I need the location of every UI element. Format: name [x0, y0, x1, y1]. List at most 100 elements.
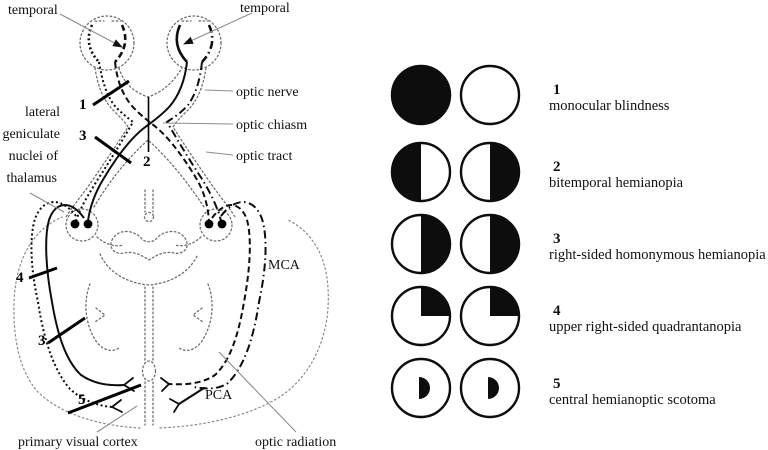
legend-number: 3 — [553, 231, 561, 247]
label-optic-nerve: optic nerve — [236, 85, 299, 100]
field-defect-shading — [392, 143, 421, 201]
legend-number: 2 — [553, 159, 561, 175]
field-circle — [390, 141, 452, 203]
legend-number: 4 — [553, 303, 561, 319]
dotted-anatomy-outlines — [65, 15, 236, 426]
field-defect-shading — [419, 377, 430, 399]
legend-label: right-sided homonymous hemianopia — [549, 247, 766, 263]
field-circle — [459, 213, 521, 275]
label-mca: MCA — [268, 258, 301, 273]
lesion-number-2: 2 — [143, 154, 151, 170]
lgn-dot — [70, 219, 80, 229]
pointer-optic-chiasm — [162, 122, 234, 125]
legend-label: monocular blindness — [549, 98, 670, 114]
lesion-3-radiation — [47, 316, 86, 345]
right-thalamus-arm — [173, 236, 202, 247]
lesion-5-cortex — [67, 383, 142, 415]
lesion-3-optic-tract — [94, 135, 132, 165]
label-optic-radiation: optic radiation — [255, 435, 336, 450]
fiber-right-nasal-crossing — [87, 61, 188, 222]
field-defect-shading — [490, 287, 519, 316]
right-eye-nasal-arc — [175, 24, 188, 63]
field-defect-shading — [490, 215, 519, 273]
diagram-labels: temporal temporal optic nerve optic chia… — [2, 1, 336, 450]
legend-entry-4: 4 upper right-sided quadrantanopia — [549, 304, 741, 336]
legend-row-3 — [390, 213, 521, 275]
lesion-4-radiation — [28, 266, 58, 280]
left-ventricle-beak — [94, 307, 107, 323]
midbrain-butterfly — [110, 230, 188, 261]
midbrain-lower-arc — [99, 253, 199, 286]
cortical-terminals — [110, 377, 206, 413]
legend-label: bitemporal hemianopia — [549, 175, 684, 191]
radiation-left-dotted — [30, 201, 113, 408]
field-defect-shading — [421, 287, 450, 316]
field-circle — [390, 213, 452, 275]
fiber-right-temporal-uncrossed — [165, 61, 222, 222]
field-defect-shading — [490, 143, 519, 201]
right-ventricle — [178, 283, 213, 352]
visual-field-left-eye — [390, 64, 452, 126]
visual-field-left-eye — [390, 285, 452, 347]
lesion-number-5: 5 — [78, 392, 86, 408]
lesion-number-4: 4 — [16, 270, 24, 286]
brain-outline — [13, 216, 329, 429]
lgn-dots — [70, 219, 227, 229]
right-eye-outline — [166, 15, 222, 71]
right-nerve-sheath-outer — [172, 67, 236, 218]
label-lgn-line2: geniculate — [2, 127, 60, 142]
label-pca: PCA — [205, 388, 233, 403]
legend-entry-2: 2 bitemporal hemianopia — [549, 160, 683, 192]
right-lgn-ring — [199, 208, 233, 242]
pointer-temporal-right — [183, 12, 253, 45]
label-lgn-line1: lateral — [25, 105, 60, 120]
left-eye-temporal-arc — [87, 24, 100, 63]
terminal-fork — [110, 399, 123, 413]
legend-label: central hemianoptic scotoma — [549, 392, 716, 408]
visual-field-right-eye — [459, 357, 521, 419]
lesion-marks — [28, 79, 150, 415]
field-defect-shading — [488, 377, 499, 399]
legend-number: 5 — [553, 376, 561, 392]
field-circle — [459, 285, 521, 347]
left-thalamus-arm — [96, 236, 125, 247]
lesion-number-3: 3 — [79, 128, 87, 144]
pointer-primary-visual-cortex — [96, 405, 138, 433]
right-ventricle-beak — [191, 307, 204, 323]
label-lgn-line3: nuclei of — [9, 149, 59, 164]
terminal-fork — [169, 398, 181, 413]
pointer-temporal-left — [59, 13, 123, 48]
legend-entry-1: 1 monocular blindness — [549, 83, 669, 115]
radiation-right-dashdot-mca — [193, 201, 267, 390]
visual-field-right-eye — [459, 285, 521, 347]
aqueduct-lines — [144, 189, 154, 213]
midline-fissure — [144, 286, 154, 426]
terminal-fork — [160, 377, 171, 392]
left-lgn-ring — [65, 208, 99, 242]
pointer-lines — [29, 12, 297, 433]
visual-field-right-eye — [459, 64, 521, 126]
pointer-optic-radiation — [218, 351, 297, 433]
legend-entry-3: 3 right-sided homonymous hemianopia — [549, 232, 766, 264]
field-defect-shading — [392, 66, 450, 124]
field-circle — [459, 357, 521, 419]
lgn-dot — [217, 219, 227, 229]
legend-label: upper right-sided quadrantanopia — [549, 319, 742, 335]
pca-artery-line — [177, 386, 206, 406]
lgn-dot — [83, 219, 93, 229]
field-circle — [390, 357, 452, 419]
field-defect-shading — [421, 215, 450, 273]
radiation-left-solid — [45, 204, 125, 387]
aqueduct-bulb — [143, 211, 155, 223]
optic-radiations — [30, 201, 267, 408]
visual-field-left-eye — [390, 141, 452, 203]
brain-outline-right — [159, 219, 329, 429]
fiber-left-nasal-crossing — [114, 61, 210, 222]
left-eye-outline — [79, 15, 135, 71]
legend-entry-5: 5 central hemianoptic scotoma — [549, 377, 716, 409]
lgn-dot — [204, 219, 214, 229]
field-circle — [390, 285, 452, 347]
right-eye-temporal-arc — [201, 24, 214, 63]
legend-row-4 — [390, 285, 521, 347]
